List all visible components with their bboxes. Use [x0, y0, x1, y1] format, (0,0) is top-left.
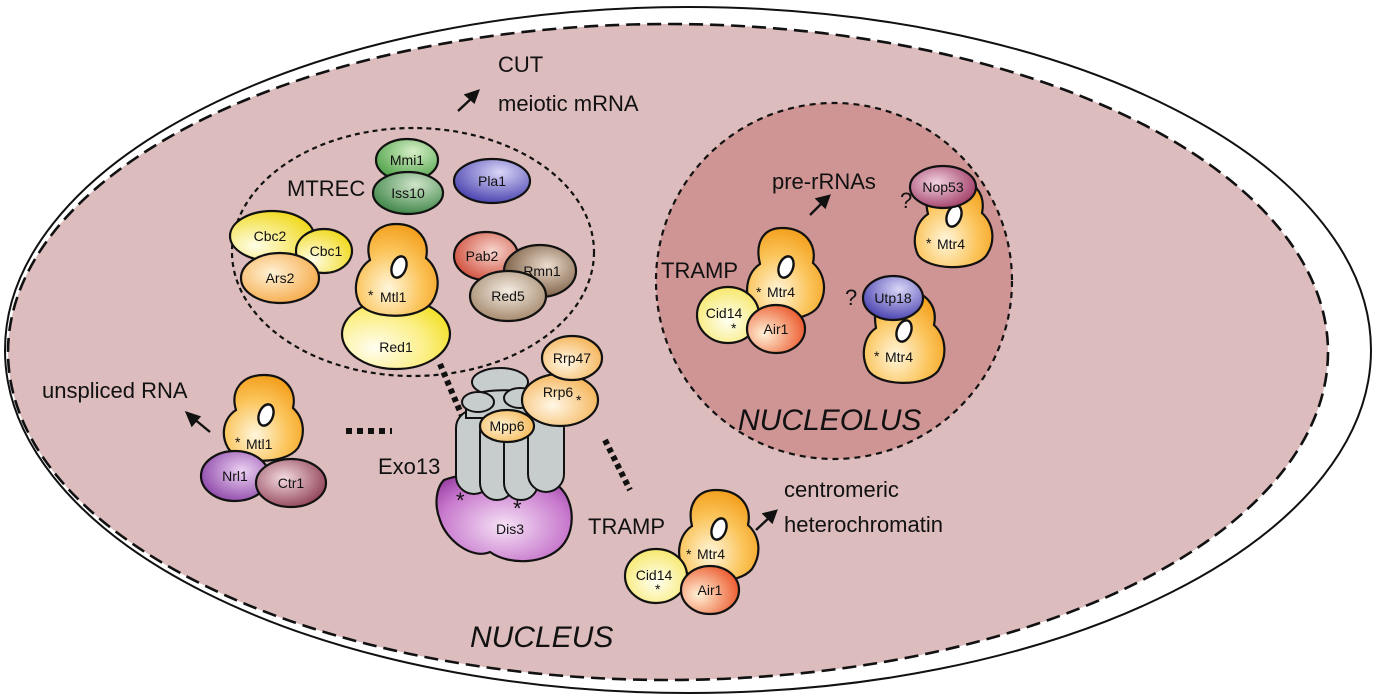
protein-ctr1 — [254, 457, 328, 509]
protein-air1-2-label: Air1 — [698, 582, 723, 598]
protein-red1-label: Red1 — [379, 339, 413, 355]
nucleolus-label: NUCLEOLUS — [738, 404, 921, 437]
tramp-bottom-label: TRAMP — [588, 514, 665, 539]
protein-air1-1 — [745, 303, 807, 355]
mtrec-mtl1-asterisk: * — [368, 287, 374, 303]
protein-iss10 — [371, 170, 445, 216]
protein-rrp47-label: Rrp47 — [553, 350, 591, 366]
protein-utp18-label: Utp18 — [874, 290, 912, 306]
heterochromatin-label: heterochromatin — [784, 512, 943, 537]
protein-rrp47 — [540, 334, 604, 382]
protein-pab2-label: Pab2 — [466, 248, 499, 264]
nop53-mtr4-asterisk: * — [926, 235, 932, 251]
tramp-nucleolus-label: TRAMP — [661, 258, 738, 283]
arrow-pre-rrnas — [809, 194, 831, 216]
arrow-unspliced — [184, 411, 211, 433]
protein-rmn1-label: Rmn1 — [523, 263, 561, 279]
protein-mtr4-tramp1-label: Mtr4 — [767, 284, 795, 300]
utp18-mtr4-asterisk: * — [874, 348, 880, 364]
protein-mtl1-mtrec-label: Mtl1 — [380, 289, 407, 305]
protein-rrp6 — [520, 372, 600, 428]
protein-cbc1-label: Cbc1 — [310, 243, 343, 259]
protein-cid14-2-label: Cid14 — [636, 567, 673, 583]
rrp6-asterisk: * — [576, 392, 582, 408]
protein-rrp6-label: Rrp6 — [543, 384, 574, 400]
protein-nrl1-label: Nrl1 — [222, 468, 248, 484]
protein-mpp6 — [478, 408, 536, 444]
protein-mmi1-label: Mmi1 — [390, 152, 424, 168]
nucleus — [6, 22, 1330, 682]
unspliced-rna-label: unspliced RNA — [42, 378, 188, 403]
cut-label: CUT — [498, 52, 543, 77]
protein-cid14-1-label: Cid14 — [706, 305, 743, 321]
tramp1-mtr4-asterisk: * — [756, 284, 762, 300]
protein-mtl1-left-label: Mtl1 — [246, 436, 273, 452]
protein-mpp6-label: Mpp6 — [489, 418, 524, 434]
nucleus-label: NUCLEUS — [470, 621, 613, 654]
tramp2-mtr4-asterisk: * — [686, 546, 692, 562]
mtrec-boundary — [230, 126, 596, 378]
protein-pla1 — [452, 157, 532, 205]
protein-air1-1-label: Air1 — [764, 321, 789, 337]
protein-ctr1-label: Ctr1 — [278, 475, 305, 491]
protein-ars2 — [239, 251, 321, 305]
protein-mtl1-mtrec — [354, 222, 439, 317]
connector-mtrec-exosome — [437, 362, 465, 418]
meiotic-mrna-label: meiotic mRNA — [498, 91, 639, 116]
arrow-cut — [457, 89, 480, 112]
mtrec-label: MTREC — [287, 176, 365, 201]
question-nop53: ? — [900, 188, 912, 213]
dis3-asterisk-1: * — [456, 488, 465, 513]
protein-red5-label: Red5 — [491, 288, 525, 304]
connector-exosome-tramp — [602, 438, 633, 492]
dis3-asterisk-2: * — [513, 496, 522, 521]
pre-rrnas-label: pre-rRNAs — [772, 169, 876, 194]
protein-dis3-label: Dis3 — [496, 521, 524, 537]
protein-mtr4-utp18-label: Mtr4 — [885, 349, 913, 365]
protein-red5 — [468, 269, 548, 323]
protein-utp18 — [861, 274, 925, 322]
protein-nop53 — [908, 164, 978, 210]
protein-cbc2-label: Cbc2 — [254, 228, 287, 244]
cid14-2-asterisk: * — [655, 581, 661, 597]
arrow-heterochromatin — [755, 509, 778, 531]
protein-nop53-label: Nop53 — [922, 179, 963, 195]
protein-mtr4-tramp2-label: Mtr4 — [697, 546, 725, 562]
exo13-label: Exo13 — [378, 454, 440, 479]
left-mtl1-asterisk: * — [235, 434, 241, 450]
protein-air1-2 — [679, 564, 741, 616]
cid14-1-asterisk: * — [731, 320, 737, 336]
centromeric-label: centromeric — [784, 477, 899, 502]
protein-mtr4-nop53-label: Mtr4 — [937, 236, 965, 252]
protein-pla1-label: Pla1 — [478, 173, 506, 189]
question-utp18: ? — [845, 285, 857, 310]
protein-iss10-label: Iss10 — [391, 185, 425, 201]
protein-ars2-label: Ars2 — [266, 270, 295, 286]
